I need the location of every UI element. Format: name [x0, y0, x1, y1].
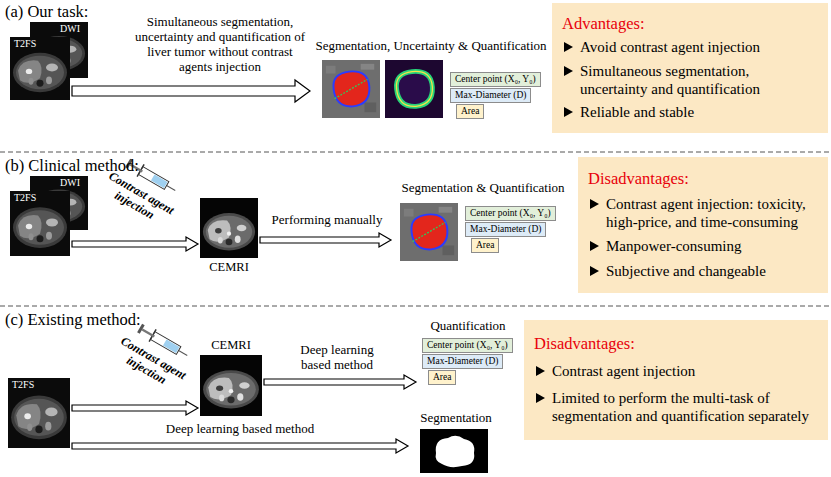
panel-heading: Disadvantages:	[588, 169, 820, 188]
node-label: Max-Diameter (D)	[451, 89, 530, 102]
edge-label: Deep learning based method	[285, 342, 389, 372]
segmentation-map	[322, 60, 380, 118]
output-group: QuantificationCenter point (X₀, Y₀) Max-D…	[418, 318, 518, 392]
bullet-item: Contrast agent injection: toxicity, high…	[588, 195, 820, 231]
group-heading: Segmentation, Uncertainty & Quantificati…	[312, 38, 550, 54]
uncertainty-map	[385, 60, 443, 118]
hollow-arrow	[72, 401, 198, 415]
quantification-box: Center point (X₀, Y₀)	[422, 338, 513, 353]
quantification-box: Max-Diameter (D)	[422, 354, 503, 369]
node-label: Center point (X₀, Y₀)	[466, 207, 555, 220]
cemri-image	[200, 198, 258, 258]
group-heading: Segmentation & Quantification	[393, 180, 573, 196]
node-label: Area	[429, 371, 455, 384]
image-tag: T2FS	[8, 378, 70, 392]
node-label: Center point (X₀, Y₀)	[423, 339, 512, 352]
quantification-box: Area	[471, 238, 499, 253]
panel-heading: Disadvantages:	[534, 334, 820, 353]
mri-image-box: T2FS	[10, 191, 70, 256]
group-heading: Segmentation	[410, 410, 502, 426]
bullet-item: Simultaneous segmentation, uncertainty a…	[562, 62, 820, 98]
bullet-item: Subjective and changeable	[588, 262, 820, 280]
mri-image-box: T2FS	[8, 378, 70, 448]
mri-image-box: DWI	[30, 176, 88, 230]
note-panel: Disadvantages: Contrast agent injectionLi…	[524, 320, 828, 440]
edge-label: Contrast agent injection	[103, 329, 197, 399]
node-label: Max-Diameter (D)	[466, 223, 545, 236]
panel-separator	[0, 306, 831, 307]
image-caption: CEMRI	[200, 260, 258, 274]
cemri-image-box: CEMRI	[200, 198, 258, 274]
quantification-box: Center point (X₀, Y₀)	[450, 72, 541, 87]
bullet-item: Limited to perform the multi-task of seg…	[534, 389, 820, 425]
segmentation-map	[400, 203, 458, 261]
cemri-image	[200, 355, 262, 416]
note-panel: Advantages: Avoid contrast agent injectio…	[552, 3, 828, 133]
segmentation-mask	[420, 429, 488, 473]
quantification-box: Area	[428, 370, 456, 385]
bullet-item: Avoid contrast agent injection	[562, 38, 820, 56]
bullet-item: Contrast agent injection	[534, 362, 820, 380]
quantification-box: Area	[456, 104, 484, 119]
panel-title: (a) Our task:	[5, 2, 88, 21]
mri-image	[10, 191, 70, 256]
mri-image	[8, 378, 70, 448]
hollow-arrow	[72, 439, 408, 453]
node-label: Center point (X₀, Y₀)	[451, 73, 540, 86]
output-group: Segmentation	[410, 410, 502, 476]
edge-label: Performing manually	[268, 212, 386, 227]
image-tag: DWI	[30, 22, 88, 36]
quantification-box: Max-Diameter (D)	[465, 222, 546, 237]
hollow-arrow	[72, 237, 198, 251]
panel-title: (c) Existing method:	[5, 310, 141, 329]
mri-image	[10, 37, 70, 100]
group-heading: Quantification	[418, 318, 518, 334]
hollow-arrow	[72, 80, 310, 102]
image-tag: T2FS	[10, 37, 70, 51]
panel-separator	[0, 152, 831, 153]
output-group: Segmentation, Uncertainty & Quantificati…	[312, 38, 550, 126]
quantification-box: Center point (X₀, Y₀)	[465, 206, 556, 221]
cemri-image-box: CEMRI	[200, 338, 262, 416]
mri-image-box: DWI	[30, 22, 88, 78]
bullet-item: Reliable and stable	[562, 103, 820, 121]
image-caption: CEMRI	[200, 338, 262, 352]
image-tag: T2FS	[10, 191, 70, 205]
hollow-arrow	[264, 375, 416, 389]
note-panel: Disadvantages: Contrast agent injection: …	[578, 157, 828, 293]
hollow-arrow	[260, 233, 391, 247]
edge-label: Simultaneous segmentation, uncertainty a…	[132, 14, 308, 74]
panel-heading: Advantages:	[562, 14, 820, 33]
node-label: Area	[457, 105, 483, 118]
output-group: Segmentation & QuantificationCenter poin…	[393, 180, 573, 264]
quantification-box: Max-Diameter (D)	[450, 88, 531, 103]
edge-label: Deep learning based method	[150, 421, 330, 436]
bullet-item: Manpower-consuming	[588, 237, 820, 255]
image-tag: DWI	[30, 176, 88, 190]
node-label: Area	[472, 239, 498, 252]
mri-image-box: T2FS	[10, 37, 70, 100]
node-label: Max-Diameter (D)	[423, 355, 502, 368]
